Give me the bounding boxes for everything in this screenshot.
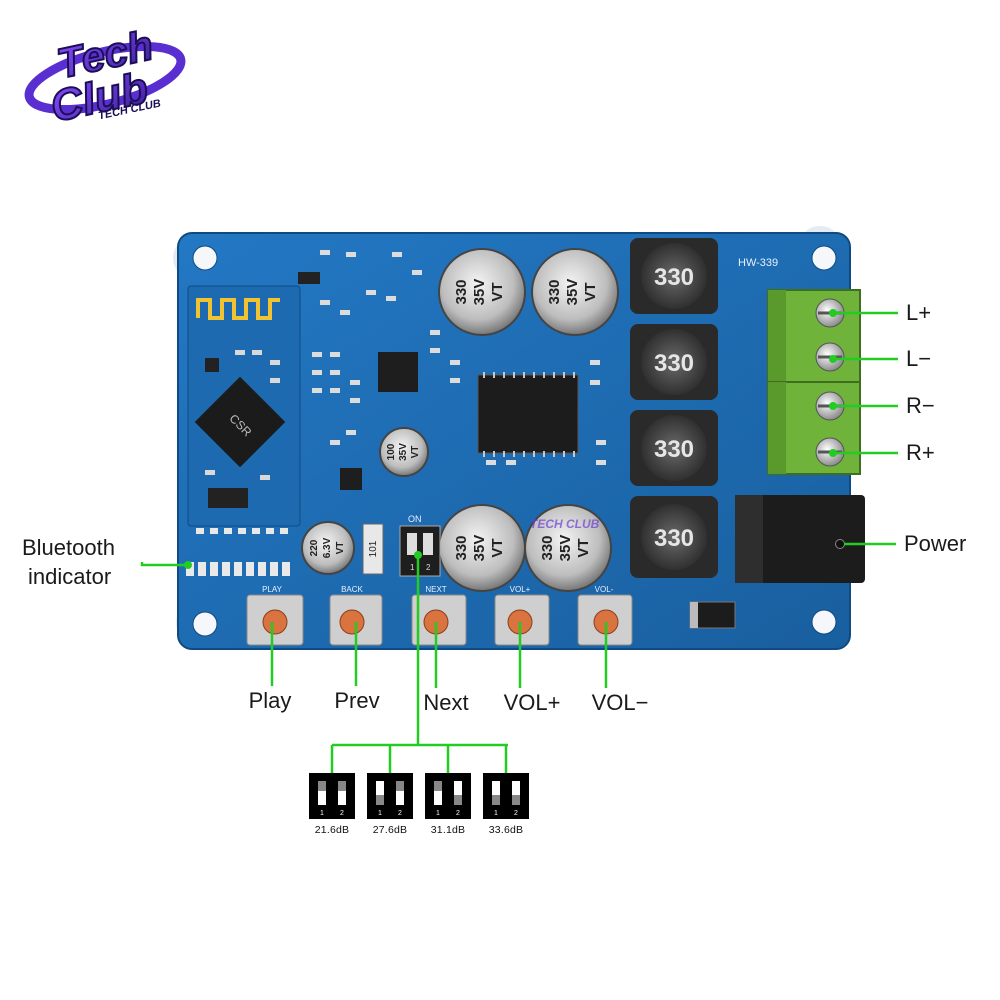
svg-text:1: 1: [378, 810, 382, 817]
svg-text:100: 100: [386, 443, 397, 460]
inductor: 330: [630, 238, 718, 314]
svg-text:101: 101: [368, 540, 379, 557]
svg-text:1: 1: [436, 810, 440, 817]
capacitor: 100 35V VT: [379, 427, 429, 477]
svg-text:330: 330: [654, 264, 694, 291]
gain-dip-switch-icon: 1 2: [483, 773, 529, 819]
label-l-plus: L+: [906, 300, 932, 325]
speaker-terminal-right: [767, 381, 861, 475]
svg-text:VT: VT: [582, 282, 599, 301]
smd-components: [312, 250, 606, 465]
svg-text:35V: 35V: [471, 279, 488, 306]
label-bluetooth-indicator-1: Bluetooth: [22, 535, 115, 560]
gain-caption: 21.6dB: [314, 824, 350, 836]
svg-text:VT: VT: [489, 282, 506, 301]
svg-text:2: 2: [426, 563, 431, 572]
callout-dots: [184, 309, 837, 569]
silk-volplus: VOL+: [510, 585, 531, 594]
capacitor: 330 35V VT: [531, 248, 619, 336]
capacitor: 330 35V VT: [438, 504, 526, 592]
speaker-terminal-left: [767, 289, 861, 383]
svg-text:35V: 35V: [398, 443, 409, 461]
svg-text:2: 2: [456, 810, 460, 817]
svg-text:VT: VT: [410, 446, 421, 459]
inductor: 330: [630, 410, 718, 486]
label-r-minus: R−: [906, 393, 935, 418]
svg-text:35V: 35V: [557, 535, 574, 562]
power-jack: [735, 495, 865, 583]
svg-text:35V: 35V: [471, 535, 488, 562]
bluetooth-module: CSR: [187, 285, 301, 534]
svg-text:330: 330: [453, 535, 470, 560]
indicator-led-row: [186, 562, 290, 576]
capacitor: 330 35V VT: [524, 504, 612, 592]
vol-plus-button[interactable]: [494, 594, 550, 646]
brand-logo: Tech Club TECH CLUB: [24, 20, 186, 133]
silk-back: BACK: [341, 585, 363, 594]
board-model: HW-339: [738, 257, 778, 269]
label-bluetooth-indicator-2: indicator: [28, 564, 112, 589]
label-prev: Prev: [334, 688, 380, 713]
gain-caption: 31.1dB: [430, 824, 466, 836]
silk-play: PLAY: [262, 585, 283, 594]
svg-text:1: 1: [410, 563, 415, 572]
play-button[interactable]: [246, 594, 304, 646]
gain-dip-switch-icon: 1 2: [425, 773, 471, 819]
silk-next: NEXT: [425, 585, 446, 594]
gain-dip-switch-icon: 1 2: [367, 773, 413, 819]
label-l-minus: L−: [906, 346, 932, 371]
label-r-plus: R+: [906, 440, 935, 465]
inductor: 330: [630, 324, 718, 400]
amplifier-ic: [477, 372, 579, 457]
gain-dip-switch-icon: 1 2: [309, 773, 355, 819]
svg-text:330: 330: [546, 279, 563, 304]
svg-text:6.3V: 6.3V: [322, 537, 333, 558]
gain-caption: 27.6dB: [372, 824, 408, 836]
callout-lines: [140, 311, 898, 773]
amplifier-board: HW-339 CSR: [173, 226, 865, 650]
svg-text:2: 2: [340, 810, 344, 817]
svg-text:2: 2: [398, 810, 402, 817]
gain-caption: 33.6dB: [488, 824, 524, 836]
svg-text:1: 1: [320, 810, 324, 817]
svg-text:VT: VT: [575, 538, 592, 557]
svg-text:VT: VT: [489, 538, 506, 557]
label-vol-minus: VOL−: [591, 690, 649, 715]
label-next: Next: [423, 690, 469, 715]
svg-text:35V: 35V: [564, 279, 581, 306]
prev-button[interactable]: [329, 594, 383, 646]
next-button[interactable]: [411, 594, 467, 646]
label-play: Play: [248, 688, 292, 713]
capacitor: 330 35V VT: [438, 248, 526, 336]
dip-switch[interactable]: ON 1 2: [399, 514, 441, 577]
inductor: 330: [630, 496, 718, 578]
watermark-text: TECH CLUB: [530, 517, 600, 531]
dip-on-label: ON: [408, 514, 422, 524]
capacitor: 220 6.3V VT: [301, 521, 355, 575]
svg-text:1: 1: [494, 810, 498, 817]
svg-text:VT: VT: [335, 542, 346, 555]
silk-volminus: VOL-: [595, 585, 614, 594]
label-vol-plus: VOL+: [503, 690, 561, 715]
svg-text:330: 330: [654, 350, 694, 377]
svg-text:330: 330: [539, 535, 556, 560]
svg-text:2: 2: [514, 810, 518, 817]
svg-text:330: 330: [654, 436, 694, 463]
svg-text:330: 330: [453, 279, 470, 304]
svg-text:330: 330: [654, 525, 694, 552]
label-power: Power: [904, 531, 967, 556]
svg-text:220: 220: [309, 539, 320, 556]
